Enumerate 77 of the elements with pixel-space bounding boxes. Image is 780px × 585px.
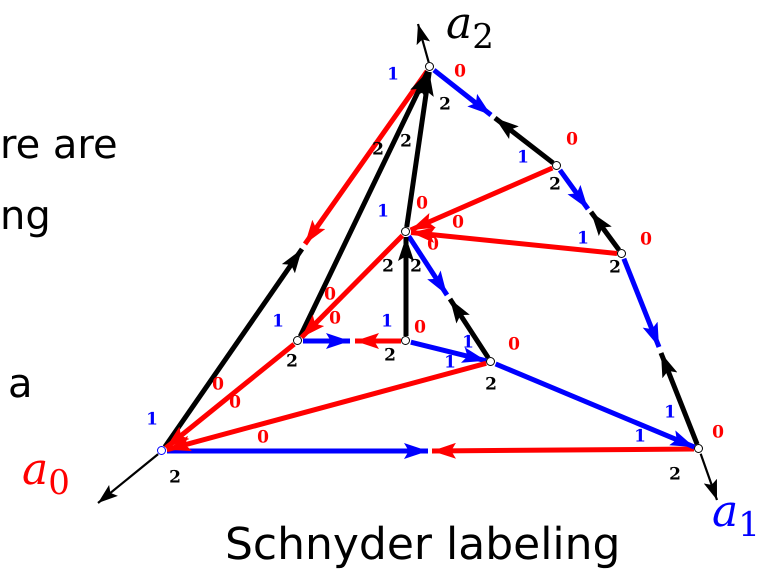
angle-label: 2: [439, 96, 451, 114]
angle-label: 1: [146, 412, 158, 428]
angle-label: 2: [169, 470, 181, 486]
angle-label: 1: [664, 404, 676, 422]
arrow: [493, 116, 555, 165]
arrow: [167, 443, 428, 459]
axis-label: a$_{0}$: [22, 448, 70, 500]
arrow: [494, 362, 696, 450]
arrow: [406, 234, 450, 296]
vertex-dot: [157, 446, 166, 455]
angle-label: 0: [712, 424, 724, 442]
arrow: [404, 72, 434, 228]
arrow: [558, 168, 590, 210]
angle-label: 0: [454, 64, 466, 80]
arrow: [97, 453, 159, 504]
arrow: [398, 237, 414, 336]
angle-label: 0: [508, 336, 520, 354]
angle-label: 2: [384, 348, 396, 364]
angle-label: 2: [485, 376, 497, 394]
slide-text: ng: [0, 196, 51, 236]
angle-label: 2: [286, 354, 298, 370]
angle-label: 1: [462, 334, 474, 352]
arrow: [164, 342, 296, 450]
axis-label: a$_{1}$: [712, 490, 760, 542]
angle-label: 1: [377, 204, 389, 220]
angle-label: 2: [400, 134, 412, 150]
arrow: [410, 166, 554, 232]
angle-label: 1: [272, 314, 284, 330]
slide-text: a: [8, 364, 33, 404]
vertex-dot: [293, 336, 302, 345]
arrow: [416, 24, 430, 62]
arrow: [622, 258, 662, 348]
vertex-dot: [486, 357, 495, 366]
arrow: [448, 298, 490, 360]
vertex-dot: [401, 336, 410, 345]
angle-label: 2: [669, 466, 681, 484]
vertex-dot: [617, 249, 626, 258]
angle-label: 0: [324, 286, 336, 304]
arrow: [303, 333, 350, 349]
angle-label: 2: [549, 176, 561, 194]
angle-label: 1: [387, 66, 399, 84]
axis-label: a$_{2}$: [446, 2, 494, 54]
angle-label: 2: [410, 258, 422, 276]
caption: Schnyder labeling: [225, 523, 620, 567]
angle-label: 1: [577, 230, 589, 248]
arrow: [410, 340, 487, 364]
angle-label: 0: [329, 310, 341, 328]
angle-label: 1: [444, 354, 456, 372]
arrow: [298, 70, 430, 338]
angle-label: 1: [634, 428, 646, 446]
vertex-dot: [401, 227, 410, 236]
arrow: [166, 360, 487, 452]
vertex-dot: [425, 62, 434, 71]
arrow: [162, 248, 304, 448]
arrow: [432, 442, 694, 459]
angle-label: 1: [517, 150, 529, 166]
arrow: [658, 352, 700, 446]
arrow: [410, 226, 618, 256]
angle-label: 2: [609, 260, 621, 276]
angle-label: 1: [381, 314, 393, 330]
angle-label: 0: [257, 430, 269, 446]
angle-label: 0: [566, 132, 578, 148]
angle-label: 0: [640, 232, 652, 248]
angle-label: 0: [414, 320, 426, 336]
arrow: [588, 210, 622, 252]
slide-text: re are: [0, 125, 118, 165]
angle-label: 2: [382, 258, 394, 276]
angle-label: 2: [372, 142, 384, 158]
arrow: [300, 234, 404, 340]
angle-label: 0: [452, 214, 464, 232]
arrow: [700, 453, 718, 500]
angle-label: 0: [416, 196, 428, 212]
vertex-dot: [694, 444, 703, 453]
arrow: [432, 68, 493, 117]
angle-label: 0: [212, 376, 224, 394]
arrow: [355, 333, 401, 349]
vertex-dot: [552, 161, 561, 170]
